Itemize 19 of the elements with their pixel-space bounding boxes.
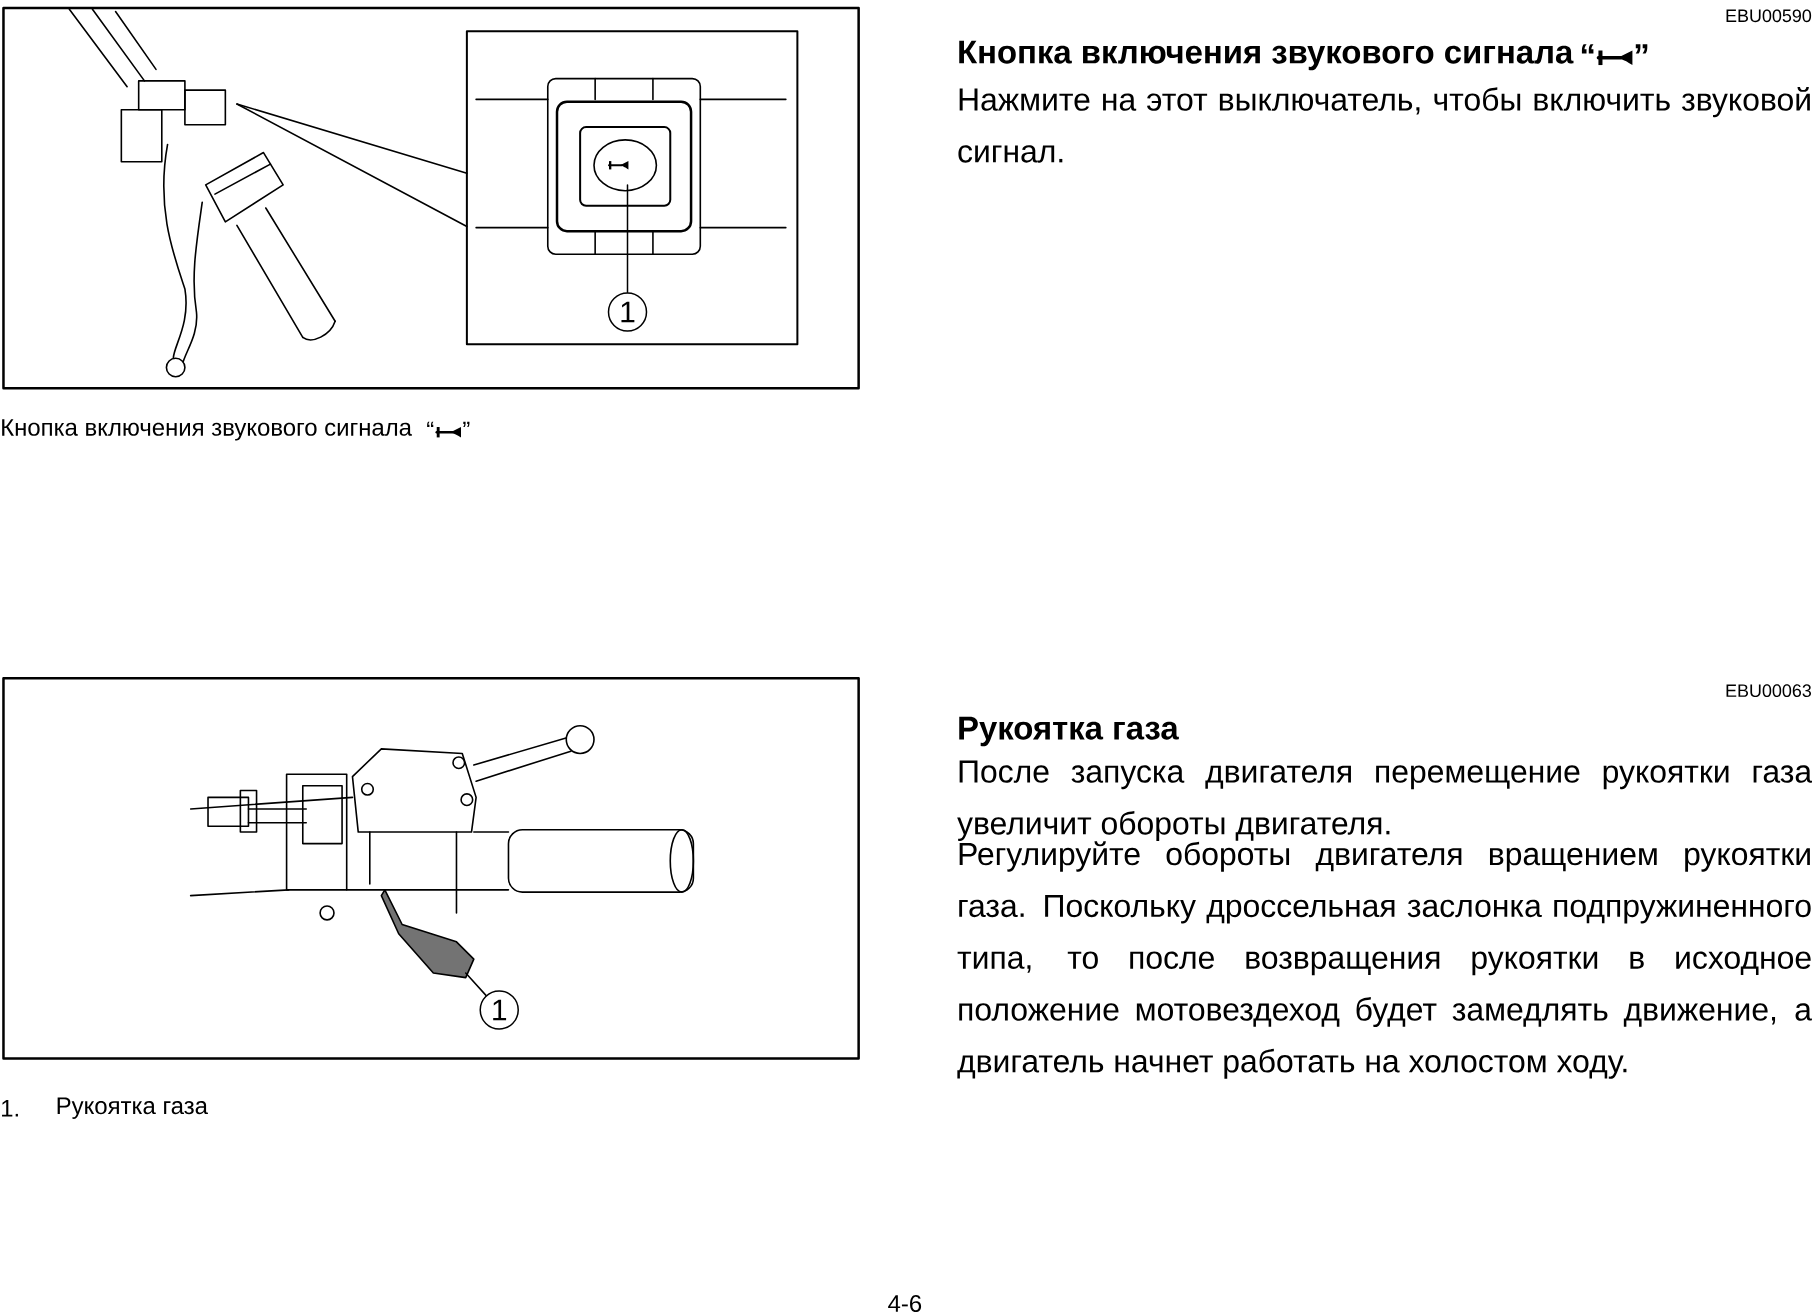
paragraph: Регулируйте обороты двигателя вращением рукоятки газа. Поскольку дроссельная заслонка подпружиненного типа, то после возвращения рукоятки в исходное положение мотовездеход будет замедлять движение, а двигатель начнет работать на холостом ходу. (957, 841, 1812, 1079)
code-label: EBU00590 (1726, 9, 1812, 23)
quote-mark: ” (463, 421, 470, 427)
callout-number: 1. (2, 1100, 18, 1117)
leader-line (464, 972, 487, 997)
heading: Кнопка включения звукового сигнала (959, 40, 1574, 71)
code-label: EBU00063 (1726, 684, 1811, 697)
quote-mark: ” (1635, 44, 1648, 54)
leader-line (626, 184, 629, 293)
paragraph: Нажмите на этот выключатель, чтобы включить звуковой сигнал. (958, 86, 1810, 163)
page-number: 4-6 (888, 1295, 922, 1312)
callout-number: 1 (479, 990, 519, 1030)
figure-caption: Кнопка включения звукового сигнала (2, 419, 412, 441)
paragraph: После запуска двигателя перемещение рукоятки газа увеличит обороты двигателя. (957, 760, 1812, 841)
callout-number: 1 (607, 292, 648, 332)
figure-caption: Рукоятка газа (57, 1097, 208, 1119)
heading: Рукоятка газа (959, 716, 1179, 747)
quote-mark: “ (1581, 44, 1594, 54)
quote-mark: “ (427, 421, 434, 427)
